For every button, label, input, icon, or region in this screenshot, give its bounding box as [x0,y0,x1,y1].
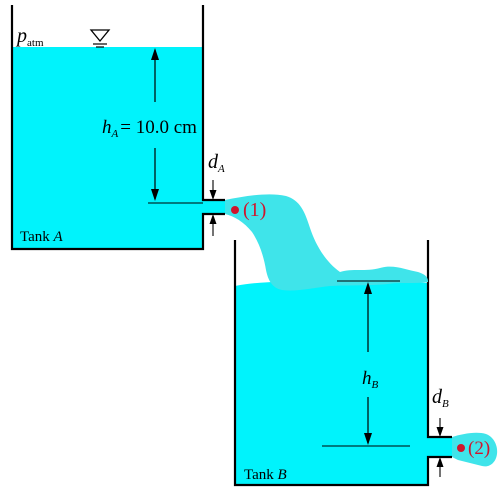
tank-b-word: Tank [244,467,278,483]
h-b-main: h [362,368,372,389]
water-jet-1 [225,194,428,291]
tank-a-word: Tank [20,229,54,245]
tank-a [10,5,225,251]
free-surface-icon [89,29,111,48]
tank-a-letter: A [53,229,64,245]
d-b-sub: B [442,398,449,410]
d-a-sub: A [217,163,225,175]
d-b-dimension [436,418,444,477]
point-2-marker [457,444,465,452]
h-a-dimension [148,48,203,204]
h-a-main: h [102,117,112,138]
d-a-main: d [208,151,219,173]
d-a-label: dA [208,151,225,175]
tank-b-water [235,276,428,485]
h-a-value: = 10.0 cm [120,117,197,138]
tank-b-letter: B [278,467,287,483]
h-b-sub: B [372,379,379,391]
tank-a-water [12,47,203,249]
point-1-marker [231,206,239,214]
tank-b [233,240,452,487]
h-a-label: hA= 10.0 cm [102,117,197,140]
tank-a-pipe-water [203,200,225,214]
tank-b-label: Tank B [244,467,287,483]
tank-a-walls [10,5,225,251]
tank-b-walls [233,240,452,487]
d-b-label: dB [432,386,449,410]
h-b-dimension [322,280,410,447]
tank-b-pipe-water [428,437,452,457]
water-jet-2 [452,432,498,467]
h-a-sub: A [111,128,119,140]
p-atm-sub: atm [27,37,44,49]
d-b-main: d [432,386,443,408]
tank-a-label: Tank A [20,229,64,245]
p-atm-main: p [15,25,27,47]
point-1-label: (1) [243,199,266,221]
h-b-label: hB [362,368,379,391]
d-a-dimension [209,180,217,236]
point-2-label: (2) [468,438,490,459]
p-atm-label: patm [15,25,44,49]
